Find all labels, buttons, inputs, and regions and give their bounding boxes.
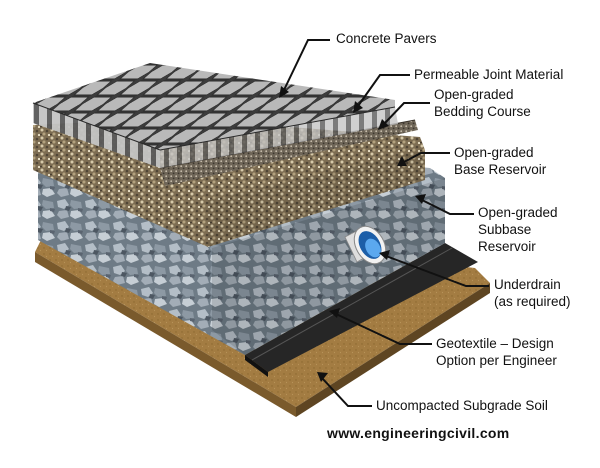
website-url: www.engineeringcivil.com xyxy=(327,425,510,441)
label-subbase-reservoir-line3: Reservoir xyxy=(478,239,536,254)
label-subbase-reservoir-line2: Subbase xyxy=(478,222,532,237)
label-underdrain-line1: Underdrain xyxy=(494,277,561,292)
label-bedding-course-line1: Open-graded xyxy=(434,87,514,102)
leader-underdrain xyxy=(385,255,489,287)
arrowhead-bedding-course xyxy=(378,119,389,130)
leader-subgrade-soil xyxy=(321,377,372,407)
label-underdrain-line2: (as required) xyxy=(494,294,571,309)
label-base-reservoir-line1: Open-graded xyxy=(454,145,534,160)
arrowhead-permeable-joint xyxy=(353,101,363,113)
label-geotextile-line1: Geotextile – Design xyxy=(436,336,554,351)
geotextile-layer xyxy=(245,243,478,377)
arrowhead-base-reservoir xyxy=(397,156,407,166)
leader-subbase-reservoir xyxy=(421,199,474,215)
leader-bedding-course xyxy=(383,102,430,125)
arrowhead-subgrade-soil xyxy=(317,372,328,382)
leader-concrete-pavers xyxy=(283,39,330,91)
label-concrete-pavers: Concrete Pavers xyxy=(336,31,437,46)
label-subbase-reservoir-line1: Open-graded xyxy=(478,205,558,220)
leader-geotextile xyxy=(335,313,432,345)
arrowhead-geotextile xyxy=(329,308,340,318)
leader-base-reservoir xyxy=(403,152,450,163)
arrowhead-underdrain xyxy=(379,250,390,260)
concrete-pavers-layer xyxy=(32,63,398,168)
label-permeable-joint-material: Permeable Joint Material xyxy=(414,67,564,82)
leader-permeable-joint xyxy=(357,74,410,107)
arrowhead-concrete-pavers xyxy=(279,86,289,98)
label-base-reservoir-line2: Base Reservoir xyxy=(454,162,547,177)
label-subgrade-soil: Uncompacted Subgrade Soil xyxy=(376,398,548,413)
underdrain-pipe xyxy=(344,225,387,265)
label-bedding-course-line2: Bedding Course xyxy=(434,104,531,119)
label-geotextile-line2: Option per Engineer xyxy=(436,353,557,368)
arrowhead-subbase-reservoir xyxy=(415,194,426,204)
